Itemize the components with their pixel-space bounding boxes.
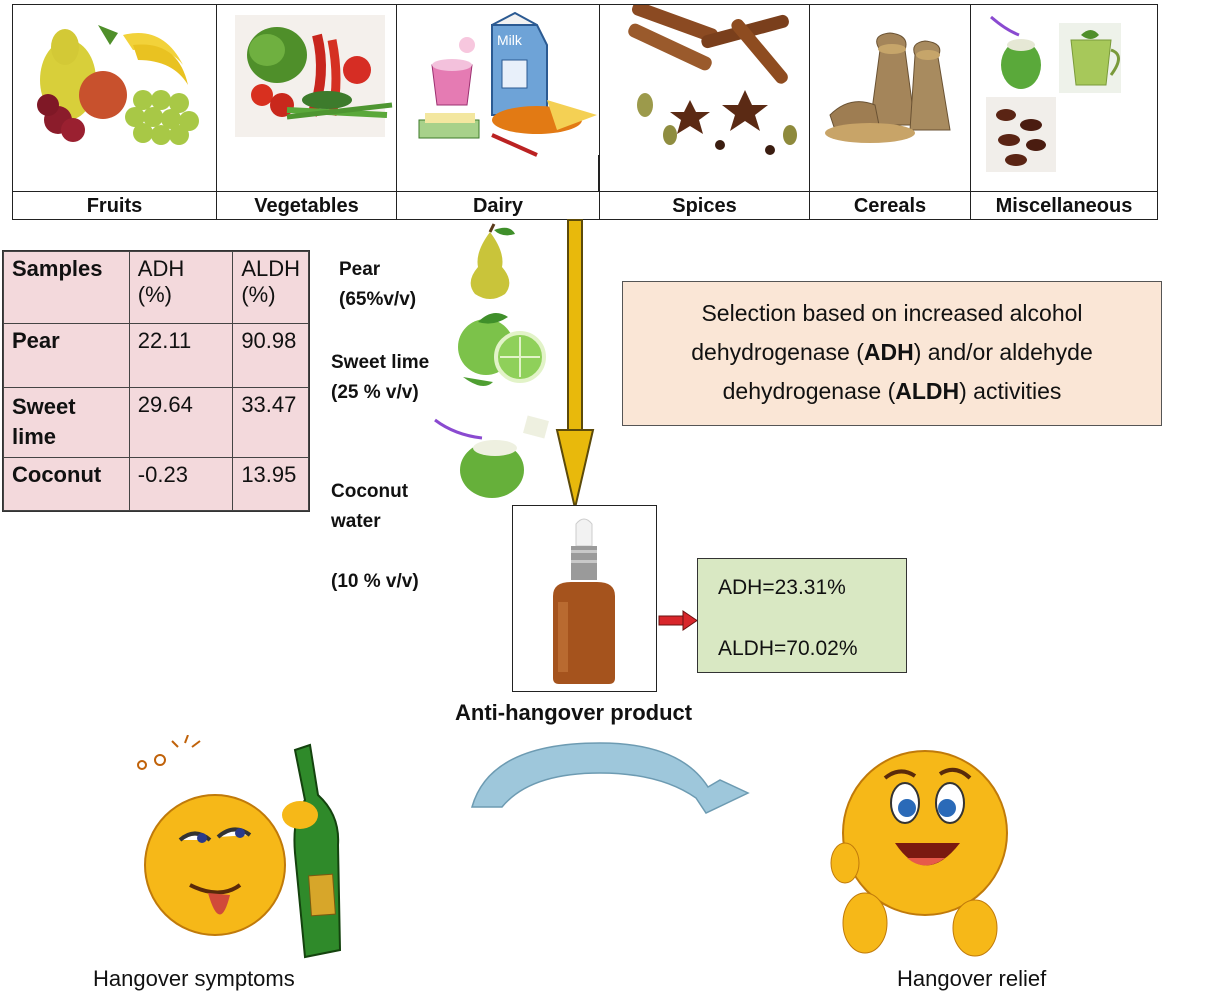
ingredient-sweet-lime-name: Sweet lime <box>331 352 430 373</box>
down-arrow <box>555 219 595 509</box>
ingredient-pear: Pear (65%v/v) <box>339 255 416 315</box>
red-arrow <box>658 610 698 631</box>
ingredient-pear-name: Pear <box>339 259 381 280</box>
coconut-image <box>434 415 549 498</box>
category-label-spices: Spices <box>600 191 809 220</box>
header-aldh-text: ALDH (%) <box>241 256 300 307</box>
sweet-lime-image <box>458 313 546 386</box>
row-aldh: 90.98 <box>232 323 309 388</box>
ingredient-coconut-name: Coconut water <box>331 481 409 532</box>
vegetables-image <box>235 15 393 137</box>
header-adh: ADH (%) <box>128 251 234 324</box>
ingredient-sweet-lime-amount: (25 % v/v) <box>331 382 419 403</box>
ingredient-coconut-amount: (10 % v/v) <box>331 571 419 592</box>
selection-criteria-box: Selection based on increased alcohol deh… <box>622 281 1162 426</box>
table-header-row: Samples ADH (%) ALDH (%) <box>3 251 309 324</box>
row-sample: Sweet lime <box>3 387 130 458</box>
hangover-relief-label: Hangover relief <box>897 966 1047 991</box>
table-row: Coconut -0.23 13.95 <box>3 457 309 511</box>
row-adh: 22.11 <box>128 323 234 388</box>
ingredient-coconut-water: Coconut water (10 % v/v) <box>331 447 419 627</box>
row-sample: Coconut <box>3 457 130 511</box>
row-adh: 29.64 <box>128 387 234 458</box>
category-dairy: Milk Dairy <box>397 5 600 219</box>
result-box: ADH=23.31% ALDH=70.02% <box>697 558 907 673</box>
category-label-vegetables: Vegetables <box>217 191 396 220</box>
ingredient-sweet-lime: Sweet lime (25 % v/v) <box>331 348 429 408</box>
header-aldh: ALDH (%) <box>232 251 309 324</box>
product-box <box>512 505 657 692</box>
header-adh-text: ADH (%) <box>137 256 185 307</box>
category-label-dairy: Dairy <box>397 191 599 220</box>
selection-line-2: dehydrogenase (ADH) and/or aldehyde <box>691 339 1093 365</box>
miscellaneous-image <box>986 15 1121 172</box>
selection-line-3: dehydrogenase (ALDH) activities <box>722 378 1062 404</box>
divider-line <box>598 155 599 191</box>
milk-carton-text: Milk <box>497 32 523 48</box>
category-spices: Spices <box>600 5 810 219</box>
category-miscellaneous: Miscellaneous <box>971 5 1157 219</box>
category-label-fruits: Fruits <box>13 191 216 220</box>
ingredient-pear-amount: (65%v/v) <box>339 289 417 310</box>
activity-table: Samples ADH (%) ALDH (%) Pear 22.11 90.9… <box>3 251 309 511</box>
dairy-image: Milk <box>418 11 597 157</box>
table-row: Sweet lime 29.64 33.47 <box>3 387 309 458</box>
hangover-emoji-image <box>137 735 342 959</box>
result-aldh: ALDH=70.02% <box>718 637 858 660</box>
row-adh: -0.23 <box>128 457 234 511</box>
row-aldh: 13.95 <box>232 457 309 511</box>
category-vegetables: Vegetables <box>217 5 397 219</box>
pear-image <box>470 223 515 299</box>
category-label-miscellaneous: Miscellaneous <box>971 191 1157 220</box>
sample-activity-table: Samples ADH (%) ALDH (%) Pear 22.11 90.9… <box>2 250 310 512</box>
table-row: Pear 22.11 90.98 <box>3 323 309 388</box>
row-aldh: 33.47 <box>232 387 309 458</box>
dropper-bottle-icon <box>553 518 615 684</box>
header-samples: Samples <box>3 251 130 324</box>
relief-emoji-image <box>830 750 1008 957</box>
cereals-image <box>825 32 951 143</box>
product-label: Anti-hangover product <box>455 700 693 725</box>
row-sample: Pear <box>3 323 130 388</box>
header-samples-text: Samples <box>12 256 103 281</box>
curved-arrow <box>471 742 750 814</box>
result-adh: ADH=23.31% <box>718 576 846 599</box>
category-strip: Fruits Vegetables Milk <box>12 4 1158 220</box>
category-label-cereals: Cereals <box>810 191 970 220</box>
spices-image <box>628 5 797 155</box>
hangover-symptoms-label: Hangover symptoms <box>93 966 295 991</box>
selection-line-1: Selection based on increased alcohol <box>701 300 1083 326</box>
fruits-image <box>37 25 199 145</box>
category-fruits: Fruits <box>13 5 217 219</box>
category-cereals: Cereals <box>810 5 971 219</box>
